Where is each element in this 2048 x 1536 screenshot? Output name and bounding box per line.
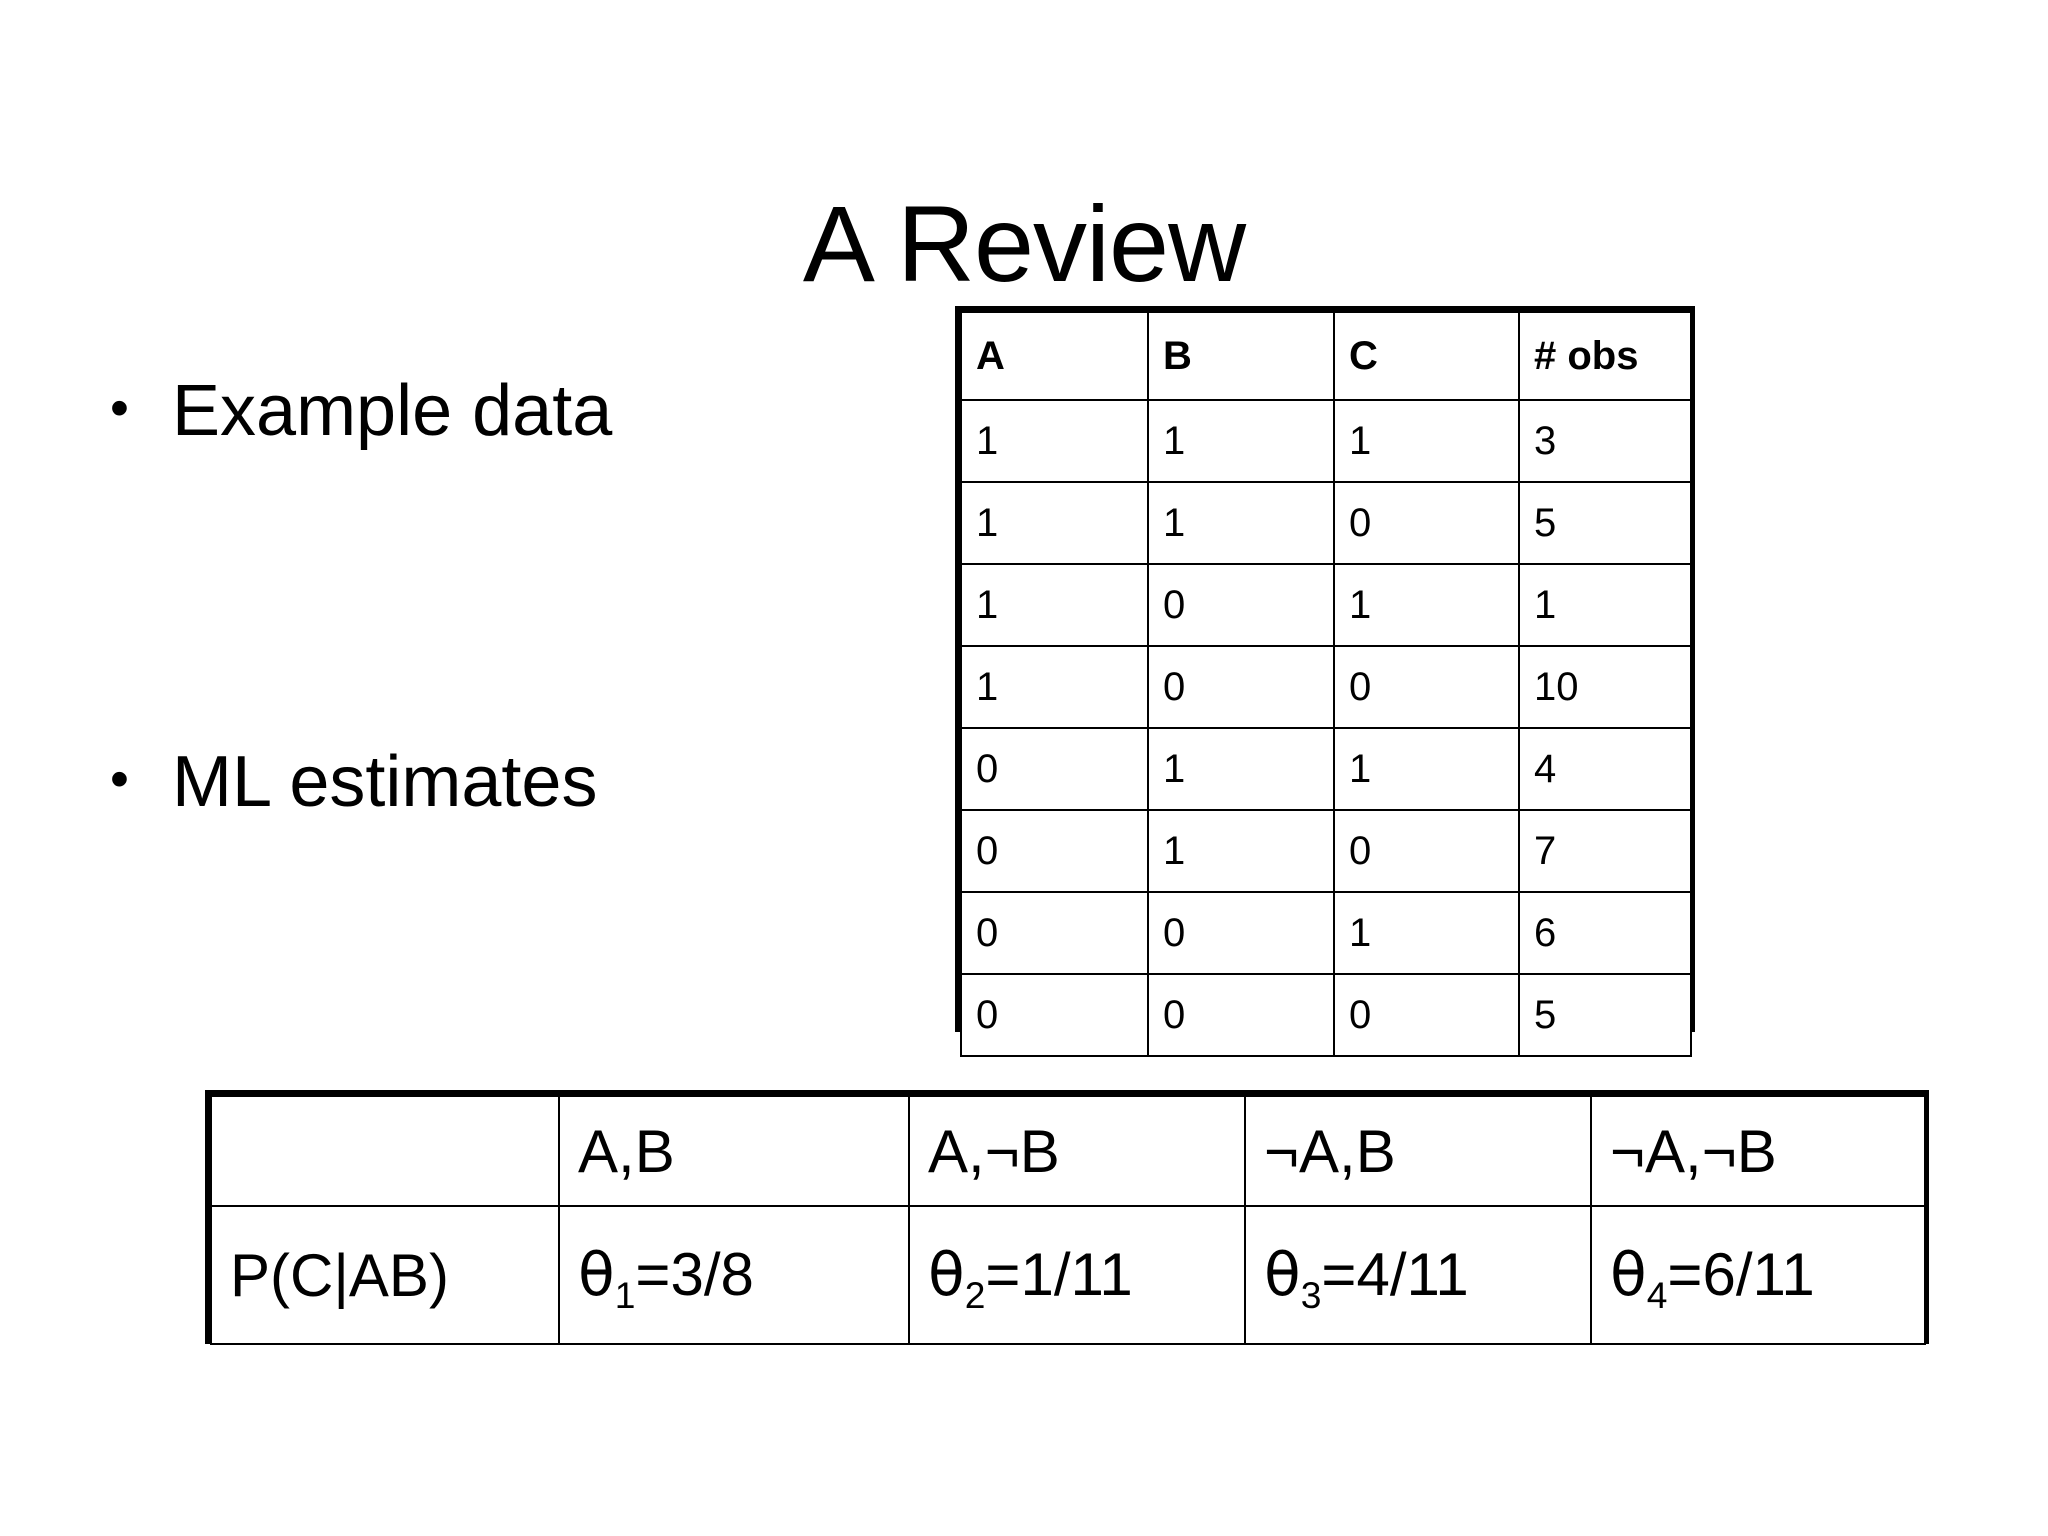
cell-c: 1 <box>1333 563 1520 647</box>
table-row: 0 1 1 4 <box>960 727 1692 811</box>
condition-header-a-notb: A,¬B <box>908 1095 1246 1207</box>
estimate-value: 1/11 <box>1020 1241 1133 1308</box>
table-row: 1 1 0 5 <box>960 481 1692 565</box>
column-header-nobs: # obs <box>1518 311 1692 401</box>
bullet-dot-icon: • <box>110 378 129 438</box>
row-label-p-c-given-ab: P(C|AB) <box>210 1205 560 1345</box>
cell-b: 1 <box>1147 809 1335 893</box>
cell-c: 1 <box>1333 399 1520 483</box>
cell-nobs: 1 <box>1518 563 1692 647</box>
cell-nobs: 6 <box>1518 891 1692 975</box>
cell-a: 1 <box>960 481 1149 565</box>
cell-nobs: 10 <box>1518 645 1692 729</box>
cell-c: 0 <box>1333 973 1520 1057</box>
cell-c: 1 <box>1333 727 1520 811</box>
cell-nobs: 4 <box>1518 727 1692 811</box>
table-row: P(C|AB) θ1=3/8 θ2=1/11 θ3=4/11 θ4=6/11 <box>210 1205 1926 1345</box>
cell-b: 1 <box>1147 481 1335 565</box>
cell-b: 1 <box>1147 399 1335 483</box>
theta-index: 4 <box>1646 1274 1668 1316</box>
equals-sign: = <box>985 1241 1021 1308</box>
cell-a: 0 <box>960 891 1149 975</box>
cell-c: 1 <box>1333 891 1520 975</box>
ml-estimates-table: A,B A,¬B ¬A,B ¬A,¬B P(C|AB) θ1=3/8 θ2=1/… <box>205 1090 1929 1345</box>
corner-cell <box>210 1095 560 1207</box>
cell-c: 0 <box>1333 809 1520 893</box>
theta-symbol: θ <box>928 1240 965 1310</box>
bullet-label-ml-estimates: ML estimates <box>172 742 598 823</box>
table-row: 1 0 0 10 <box>960 645 1692 729</box>
bullet-label-example-data: Example data <box>172 371 613 451</box>
column-header-a: A <box>960 311 1149 401</box>
cell-a: 1 <box>960 645 1149 729</box>
condition-header-nota-notb: ¬A,¬B <box>1590 1095 1926 1207</box>
cell-nobs: 5 <box>1518 481 1692 565</box>
cell-a: 0 <box>960 973 1149 1057</box>
column-header-c: C <box>1333 311 1520 401</box>
bullet-dot-icon: • <box>110 749 129 810</box>
estimate-theta-2: θ2=1/11 <box>908 1205 1246 1345</box>
list-item: • Example data <box>110 371 910 451</box>
theta-symbol: θ <box>1610 1240 1647 1310</box>
cell-nobs: 5 <box>1518 973 1692 1057</box>
cell-nobs: 7 <box>1518 809 1692 893</box>
table-header-row: A,B A,¬B ¬A,B ¬A,¬B <box>210 1095 1926 1207</box>
condition-header-nota-b: ¬A,B <box>1244 1095 1592 1207</box>
cell-nobs: 3 <box>1518 399 1692 483</box>
cell-b: 1 <box>1147 727 1335 811</box>
theta-symbol: θ <box>578 1240 615 1310</box>
estimate-theta-1: θ1=3/8 <box>558 1205 910 1345</box>
estimate-value: 4/11 <box>1356 1241 1469 1308</box>
estimate-value: 6/11 <box>1702 1241 1815 1308</box>
equals-sign: = <box>1321 1241 1357 1308</box>
theta-index: 3 <box>1300 1274 1322 1316</box>
list-item: • ML estimates <box>110 742 910 823</box>
equals-sign: = <box>635 1241 671 1308</box>
theta-index: 2 <box>964 1274 986 1316</box>
table-row: 0 1 0 7 <box>960 809 1692 893</box>
cell-b: 0 <box>1147 563 1335 647</box>
cell-b: 0 <box>1147 645 1335 729</box>
table-row: 1 1 1 3 <box>960 399 1692 483</box>
cell-b: 0 <box>1147 973 1335 1057</box>
estimate-value: 3/8 <box>670 1241 754 1308</box>
cell-a: 0 <box>960 727 1149 811</box>
table-row: 0 0 0 5 <box>960 973 1692 1057</box>
cell-a: 0 <box>960 809 1149 893</box>
observation-counts-table: A B C # obs 1 1 1 3 1 1 0 5 1 0 1 <box>955 306 1695 1057</box>
table-row: 0 0 1 6 <box>960 891 1692 975</box>
cell-c: 0 <box>1333 481 1520 565</box>
equals-sign: = <box>1667 1241 1703 1308</box>
table-header-row: A B C # obs <box>960 311 1692 401</box>
theta-index: 1 <box>614 1274 636 1316</box>
cell-b: 0 <box>1147 891 1335 975</box>
page-title: A Review <box>802 183 1246 305</box>
column-header-b: B <box>1147 311 1335 401</box>
condition-header-ab: A,B <box>558 1095 910 1207</box>
table-row: 1 0 1 1 <box>960 563 1692 647</box>
cell-a: 1 <box>960 563 1149 647</box>
cell-c: 0 <box>1333 645 1520 729</box>
cell-a: 1 <box>960 399 1149 483</box>
bullet-list: • Example data • ML estimates <box>110 371 910 823</box>
estimate-theta-4: θ4=6/11 <box>1590 1205 1926 1345</box>
theta-symbol: θ <box>1264 1240 1301 1310</box>
estimate-theta-3: θ3=4/11 <box>1244 1205 1592 1345</box>
